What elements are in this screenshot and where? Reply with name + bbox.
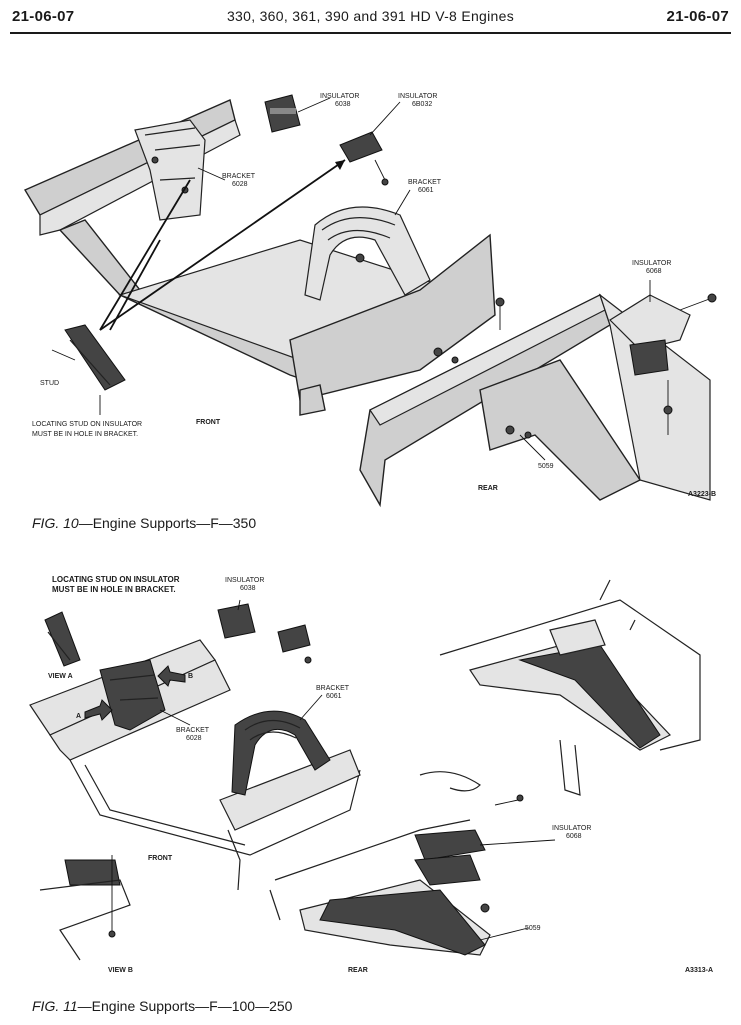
label-rear: REAR: [348, 967, 368, 974]
label-insulator-6068-num: 6068: [566, 833, 582, 840]
figure-11-illustration: LOCATING STUD ON INSULATOR MUST BE IN HO…: [29, 575, 713, 974]
arrow-b-icon: [157, 665, 186, 687]
figure-10-caption-text: —Engine Supports—F—350: [78, 515, 257, 531]
label-rear: REAR: [478, 485, 498, 492]
label-insulator-6038-num: 6038: [335, 101, 351, 108]
figure-11: LOCATING STUD ON INSULATOR MUST BE IN HO…: [0, 560, 741, 990]
label-5059: 5059: [538, 463, 554, 470]
header-rule: [10, 32, 731, 34]
insulator-6068: [609, 293, 717, 435]
label-front: FRONT: [148, 855, 173, 862]
label-insulator-6b032: INSULATOR: [398, 93, 437, 100]
leader-bracket-6061: [299, 694, 323, 721]
leader-insulator-6b032: [369, 101, 401, 136]
page-title: 330, 360, 361, 390 and 391 HD V-8 Engine…: [226, 8, 515, 24]
arrow-to-frame: [109, 239, 161, 331]
label-view-a: VIEW A: [48, 673, 73, 680]
crossmember-5059: [269, 819, 491, 956]
arrow-to-bracket: [99, 179, 191, 331]
leader-bracket-6028: [159, 709, 191, 726]
leader-insulator-6068: [479, 839, 556, 846]
label-arrow-b: B: [188, 673, 193, 680]
figure-11-caption: FIG. 11—Engine Supports—F—100—250: [32, 998, 292, 1014]
bracket-6061: [304, 206, 431, 301]
figure-11-caption-text: —Engine Supports—F—100—250: [77, 998, 293, 1014]
label-note-line2: MUST BE IN HOLE IN BRACKET.: [52, 585, 176, 594]
frame-front-left: [29, 639, 361, 891]
label-5059: 5059: [525, 925, 541, 932]
label-view-b: VIEW B: [108, 967, 133, 974]
figure-10: INSULATOR 6038 INSULATOR 6B032 BRACKET 6…: [0, 40, 741, 510]
bracket-6061: [231, 710, 331, 796]
leader-insulator-6038: [297, 97, 331, 113]
insulator-6038: [217, 603, 256, 639]
label-front: FRONT: [196, 419, 221, 426]
figure-10-caption-label: FIG. 10: [32, 515, 79, 531]
label-bracket-6061-num: 6061: [418, 187, 434, 194]
hook-sketch: [419, 771, 481, 792]
label-bracket-6061: BRACKET: [408, 179, 442, 186]
bolts: [433, 297, 532, 439]
insulator-6b032: [339, 131, 389, 186]
leader-5059: [479, 927, 529, 941]
figure-10-caption: FIG. 10—Engine Supports—F—350: [32, 515, 256, 531]
figure-11-caption-label: FIG. 11: [32, 998, 78, 1014]
figure-10-illustration: INSULATOR 6038 INSULATOR 6B032 BRACKET 6…: [23, 93, 717, 508]
label-bracket-6028-num: 6028: [186, 735, 202, 742]
label-insulator-6b032-num: 6B032: [412, 101, 432, 108]
label-bracket-6028-num: 6028: [232, 181, 248, 188]
view-b-detail: [39, 855, 131, 961]
label-bracket-6061-num: 6061: [326, 693, 342, 700]
arrow-a-icon: [84, 699, 113, 721]
label-note-line1: LOCATING STUD ON INSULATOR: [32, 421, 142, 428]
leader-insulator-6038: [237, 599, 241, 611]
label-insulator-6068: INSULATOR: [632, 260, 671, 267]
label-ref-code: A3313-A: [685, 967, 713, 974]
label-insulator-6038: INSULATOR: [320, 93, 359, 100]
bracket-6028: [99, 659, 166, 731]
label-bracket-6061: BRACKET: [316, 685, 350, 692]
label-insulator-6038-num: 6038: [240, 585, 256, 592]
label-stud: STUD: [40, 380, 59, 387]
leader-bracket-6028: [197, 167, 226, 181]
leader-5059: [519, 434, 546, 461]
label-insulator-6038: INSULATOR: [225, 577, 264, 584]
label-bracket-6028: BRACKET: [222, 173, 256, 180]
label-arrow-a: A: [76, 713, 81, 720]
arrow-to-insulator: [99, 159, 346, 331]
insulator-6038: [264, 94, 301, 133]
label-insulator-6068-num: 6068: [646, 268, 662, 275]
frame-rear-top: [439, 579, 701, 796]
stud-detail: [51, 324, 126, 415]
label-note-line2: MUST BE IN HOLE IN BRACKET.: [32, 431, 138, 438]
insulator-small: [277, 624, 312, 664]
view-a-detail: [44, 611, 81, 667]
label-bracket-6028: BRACKET: [176, 727, 210, 734]
label-ref-code: A3223-B: [688, 491, 716, 498]
crossmember-5059: [359, 293, 711, 508]
insulator-6068: [414, 794, 524, 913]
page-number-right: 21-06-07: [666, 8, 729, 25]
label-insulator-6068: INSULATOR: [552, 825, 591, 832]
leader-bracket-6061: [394, 189, 411, 216]
label-note-line1: LOCATING STUD ON INSULATOR: [52, 575, 180, 584]
page-number-left: 21-06-07: [12, 8, 75, 25]
